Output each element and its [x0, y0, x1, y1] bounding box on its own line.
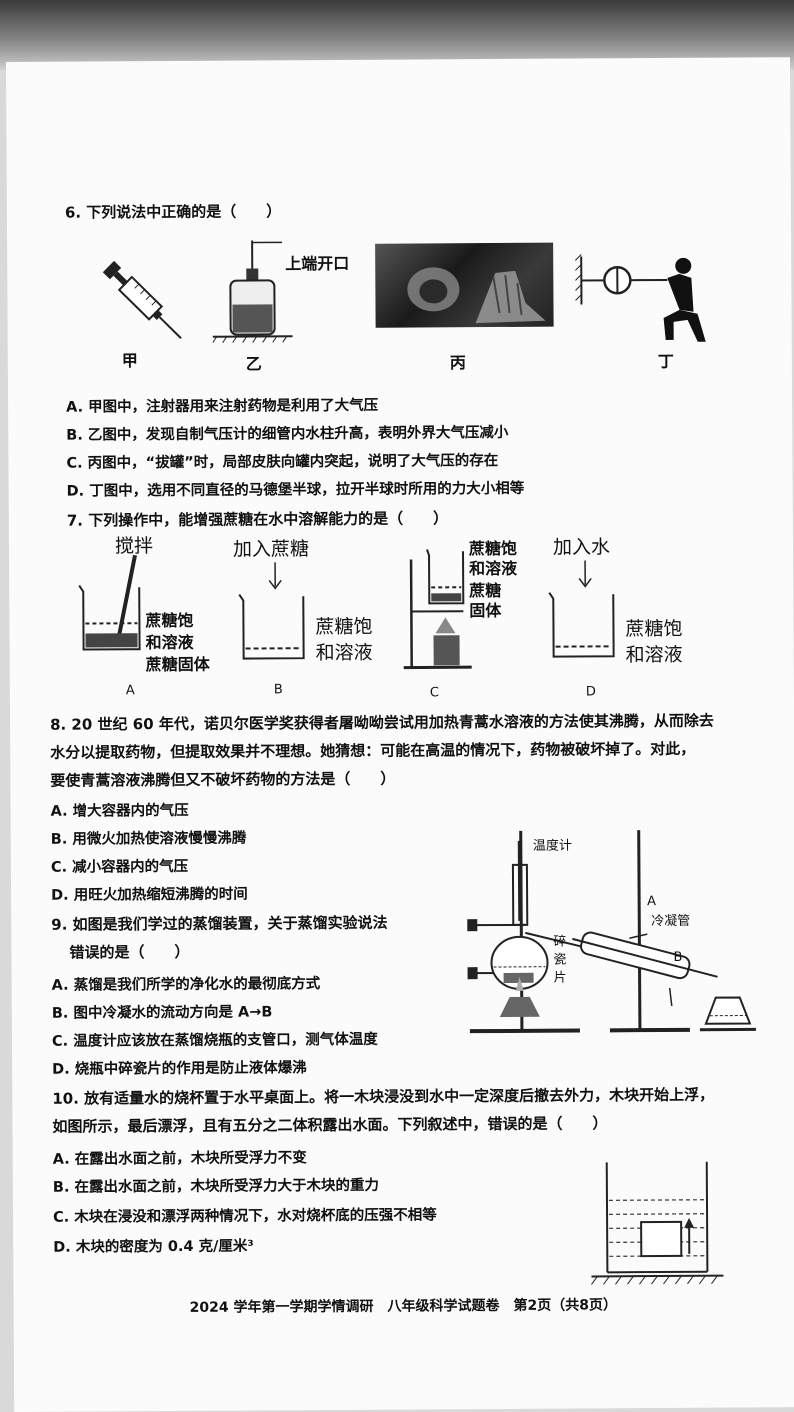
q7d-letter: D	[585, 684, 596, 700]
q7d-beaker	[548, 560, 615, 658]
q7a-beaker	[78, 554, 141, 651]
chip-label-3: 片	[553, 970, 567, 986]
q6-option-d: D. 丁图中，选用不同直径的马德堡半球，拉开半球时所用的力大小相等	[66, 480, 525, 500]
magdeburg-figure	[575, 254, 706, 342]
inlet-a-label: A	[647, 894, 657, 910]
fig-label-yi: 乙	[245, 354, 262, 374]
q7a-line2: 和溶液	[145, 632, 194, 653]
distillation-apparatus	[467, 830, 756, 1034]
q7a-letter: A	[125, 683, 135, 699]
thermometer-label: 温度计	[532, 838, 572, 854]
q7a-line1: 蔗糖饱	[145, 610, 194, 631]
q8-stem-line3: 要使青蒿溶液沸腾但又不破坏药物的方法是（ ）	[50, 769, 396, 790]
q6-option-c: C. 丙图中，“拔罐”时，局部皮肤向罐内突起，说明了大气压的存在	[66, 453, 499, 472]
q6-stem: 6. 下列说法中正确的是（ ）	[64, 202, 282, 222]
q7c-line4: 固体	[469, 600, 502, 621]
q7b-beaker	[238, 562, 305, 660]
beaker-wood-block	[591, 1161, 724, 1285]
q9-option-d: D. 烧瓶中碎瓷片的作用是防止液体爆沸	[52, 1060, 307, 1078]
outlet-b-label: B	[673, 949, 683, 965]
fig2-callout: 上端开口	[285, 253, 350, 274]
q6-option-b: B. 乙图中，发现自制气压计的细管内水柱升高，表明外界大气压减小	[66, 424, 509, 444]
q10-stem-line2: 如图所示，最后漂浮，且有五分之二体积露出水面。下列叙述中，错误的是（ ）	[52, 1114, 608, 1136]
q7a-line3: 蔗糖固体	[145, 654, 210, 675]
fig-label-jia: 甲	[121, 351, 138, 371]
q7d-line2: 和溶液	[625, 643, 683, 667]
q7b-line2: 和溶液	[315, 641, 373, 665]
syringe-figure	[102, 260, 182, 339]
fig-label-bing: 丙	[449, 353, 466, 373]
barometer-figure	[212, 240, 293, 344]
q7c-letter: C	[429, 685, 439, 701]
q8-stem-line2: 水分以提取药物，但提取效果并不理想。她猜想：可能在高温的情况下，药物被破坏掉了。…	[50, 739, 696, 762]
q8-stem-line1: 8. 20 世纪 60 年代，诺贝尔医学奖获得者屠呦呦尝试用加热青蒿水溶液的方法…	[49, 711, 714, 734]
chip-label-2: 瓷	[553, 952, 567, 968]
q7b-top-label: 加入蔗糖	[232, 538, 310, 561]
q7d-top-label: 加入水	[552, 536, 611, 559]
q7b-line1: 蔗糖饱	[315, 615, 373, 639]
chip-label-1: 碎	[553, 934, 567, 950]
exam-page: 6. 下列说法中正确的是（ ） 甲 上端开口 乙	[6, 57, 794, 1412]
q7c-line2: 和溶液	[469, 558, 518, 579]
condenser-label: 冷凝管	[651, 913, 691, 930]
cupping-photo	[375, 242, 554, 328]
q9-option-a: A. 蒸馏是我们所学的净化水的最彻底方式	[51, 976, 321, 994]
q10-option-a: A. 在露出水面之前，木块所受浮力不变	[52, 1150, 307, 1168]
q9-option-b: B. 图中冷凝水的流动方向是 A→B	[51, 1004, 273, 1022]
q8-option-b: B. 用微火加热使溶液慢慢沸腾	[50, 830, 247, 848]
fig-label-ding: 丁	[657, 351, 674, 372]
q8-option-d: D. 用旺火加热缩短沸腾的时间	[51, 886, 248, 904]
q7c-heating-stand	[403, 549, 472, 670]
q10-option-d: D. 木块的密度为 0.4 克/厘米³	[53, 1238, 254, 1256]
q10-stem-line1: 10. 放有适量水的烧杯置于水平桌面上。将一木块浸没到水中一定深度后撤去外力，木…	[52, 1085, 715, 1108]
q9-stem-line1: 9. 如图是我们学过的蒸馏装置，关于蒸馏实验说法	[51, 913, 388, 934]
q9-stem-line2: 错误的是（ ）	[69, 942, 190, 962]
q7-stem: 7. 下列操作中，能增强蔗糖在水中溶解能力的是（ ）	[66, 509, 449, 530]
q10-option-b: B. 在露出水面之前，木块所受浮力大于木块的重力	[52, 1177, 380, 1196]
q7d-line1: 蔗糖饱	[625, 617, 683, 641]
q10-option-c: C. 木块在浸没和漂浮两种情况下，水对烧杯底的压强不相等	[53, 1207, 437, 1226]
q9-option-c: C. 温度计应该放在蒸馏烧瓶的支管口，测气体温度	[51, 1031, 378, 1050]
q8-option-a: A. 增大容器内的气压	[50, 802, 189, 820]
q6-option-a: A. 甲图中，注射器用来注射药物是利用了大气压	[66, 397, 379, 416]
q7b-letter: B	[273, 682, 283, 698]
q8-option-c: C. 减小容器内的气压	[50, 858, 189, 876]
page-footer: 2024 学年第一学期学情调研 八年级科学试题卷 第2页（共8页）	[189, 1297, 617, 1316]
